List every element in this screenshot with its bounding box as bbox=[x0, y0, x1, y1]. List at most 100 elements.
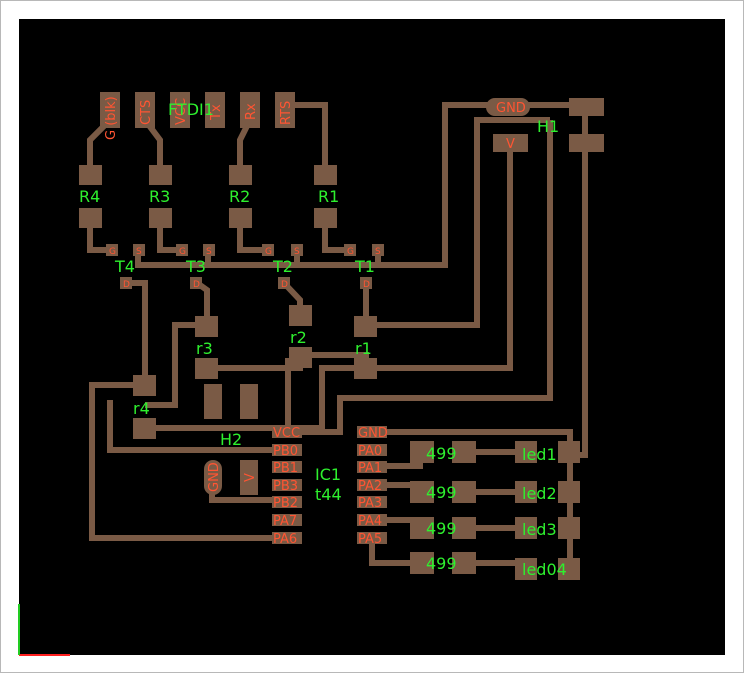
ic-pad[interactable] bbox=[272, 426, 302, 438]
transistor-pad[interactable] bbox=[133, 244, 145, 256]
resistor-pad[interactable] bbox=[354, 358, 377, 379]
transistor-pin-g: G bbox=[179, 247, 186, 257]
component-labels: FTDI1 H1 R4 R3 R2 R1 T4 T3 T2 T1 r3 r2 r… bbox=[79, 100, 567, 579]
trace bbox=[127, 280, 148, 385]
trace bbox=[89, 382, 290, 541]
header-pad[interactable] bbox=[493, 134, 528, 152]
transistor-pad[interactable] bbox=[120, 277, 132, 289]
ftdi-label: FTDI1 bbox=[168, 100, 214, 119]
led-pad[interactable] bbox=[558, 481, 580, 503]
ic-pad[interactable] bbox=[272, 461, 302, 473]
resistor-pad[interactable] bbox=[195, 316, 218, 337]
resistor-pad[interactable] bbox=[289, 347, 312, 368]
transistor-pad[interactable] bbox=[278, 277, 290, 289]
resistor-pad[interactable] bbox=[79, 165, 102, 185]
transistor-pad[interactable] bbox=[344, 244, 356, 256]
ic-pad[interactable] bbox=[357, 496, 387, 508]
resistor-pad[interactable] bbox=[289, 305, 312, 326]
transistor-pin-g: G bbox=[109, 247, 116, 257]
traces bbox=[87, 102, 588, 570]
resistor-pad[interactable] bbox=[79, 208, 102, 228]
resistor-pad[interactable] bbox=[149, 165, 172, 185]
ftdi-pad[interactable] bbox=[100, 92, 120, 128]
ic-left-pin: PA7 bbox=[273, 514, 297, 529]
ic-label: IC1 bbox=[315, 465, 341, 484]
ic-right-pin: PA2 bbox=[358, 479, 382, 494]
resistor-pad[interactable] bbox=[410, 441, 434, 463]
led-resistor-label: 499 bbox=[426, 444, 457, 463]
transistor-pad[interactable] bbox=[360, 277, 372, 289]
trace bbox=[135, 102, 490, 268]
ic-pad[interactable] bbox=[272, 514, 302, 526]
resistor-pad[interactable] bbox=[354, 316, 377, 337]
transistor-pad[interactable] bbox=[203, 244, 215, 256]
ftdi-pad[interactable] bbox=[240, 92, 260, 128]
resistor-label: r1 bbox=[355, 339, 372, 358]
led-pad[interactable] bbox=[558, 558, 580, 580]
resistor-pad[interactable] bbox=[195, 358, 218, 379]
h1-gnd-label: GND bbox=[496, 101, 526, 116]
resistor-pad[interactable] bbox=[410, 552, 434, 574]
ftdi-pin-label: Rx bbox=[244, 103, 259, 120]
ic-pad[interactable] bbox=[357, 426, 387, 438]
ftdi-pad[interactable] bbox=[205, 92, 225, 128]
trace bbox=[285, 102, 328, 175]
ftdi-pin-label: CTS bbox=[139, 100, 154, 125]
resistor-pad[interactable] bbox=[452, 552, 476, 574]
transistor-pad[interactable] bbox=[262, 244, 274, 256]
header-pad[interactable] bbox=[486, 98, 530, 116]
ic-pad[interactable] bbox=[272, 444, 302, 456]
header-pad[interactable] bbox=[240, 460, 258, 495]
transistor-pad[interactable] bbox=[106, 244, 118, 256]
header-pad[interactable] bbox=[204, 384, 222, 419]
transistor-pad[interactable] bbox=[291, 244, 303, 256]
ic-pad[interactable] bbox=[272, 532, 302, 544]
ftdi-pin-label: Tx bbox=[209, 104, 224, 121]
resistor-pad[interactable] bbox=[452, 517, 476, 539]
ftdi-pin-label: G (blk) bbox=[104, 96, 119, 140]
led-pad[interactable] bbox=[558, 517, 580, 539]
header-pad[interactable] bbox=[569, 98, 604, 116]
resistor-pad[interactable] bbox=[314, 165, 337, 185]
resistor-pad[interactable] bbox=[314, 208, 337, 228]
led-pad[interactable] bbox=[515, 441, 537, 463]
ic-pad[interactable] bbox=[357, 479, 387, 491]
transistor-pad[interactable] bbox=[190, 277, 202, 289]
transistor-pad[interactable] bbox=[176, 244, 188, 256]
led-pad[interactable] bbox=[515, 481, 537, 503]
led-pad[interactable] bbox=[515, 558, 537, 580]
transistor-pin-s: S bbox=[206, 247, 212, 257]
trace bbox=[145, 365, 366, 431]
trace bbox=[366, 117, 550, 328]
ic-pad[interactable] bbox=[357, 514, 387, 526]
header-pad[interactable] bbox=[204, 460, 222, 495]
resistor-pad[interactable] bbox=[410, 481, 434, 503]
transistor-pad[interactable] bbox=[372, 244, 384, 256]
resistor-pad[interactable] bbox=[452, 441, 476, 463]
resistor-pad[interactable] bbox=[149, 208, 172, 228]
resistor-pad[interactable] bbox=[229, 165, 252, 185]
header-pad[interactable] bbox=[240, 384, 258, 419]
pads[interactable] bbox=[79, 92, 604, 580]
ic-pad[interactable] bbox=[272, 496, 302, 508]
resistor-pad[interactable] bbox=[133, 418, 156, 439]
led-pad[interactable] bbox=[558, 441, 580, 463]
resistor-pad[interactable] bbox=[229, 208, 252, 228]
ftdi-pad[interactable] bbox=[275, 92, 295, 128]
resistor-pad[interactable] bbox=[452, 481, 476, 503]
resistor-pad[interactable] bbox=[410, 517, 434, 539]
ic-pad[interactable] bbox=[357, 532, 387, 544]
ic-left-pin: VCC bbox=[273, 426, 300, 441]
led-resistor-label: 499 bbox=[426, 483, 457, 502]
resistor-pad[interactable] bbox=[133, 375, 156, 396]
ftdi-pad[interactable] bbox=[170, 92, 190, 128]
ic-pad[interactable] bbox=[272, 479, 302, 491]
led-pad[interactable] bbox=[515, 517, 537, 539]
header-pad[interactable] bbox=[569, 134, 604, 152]
ic-pad[interactable] bbox=[357, 444, 387, 456]
ic-left-pin: PA6 bbox=[273, 532, 297, 547]
ftdi-pad[interactable] bbox=[135, 92, 155, 128]
ic-right-pin: GND bbox=[358, 426, 388, 441]
ic-pad[interactable] bbox=[357, 461, 387, 473]
